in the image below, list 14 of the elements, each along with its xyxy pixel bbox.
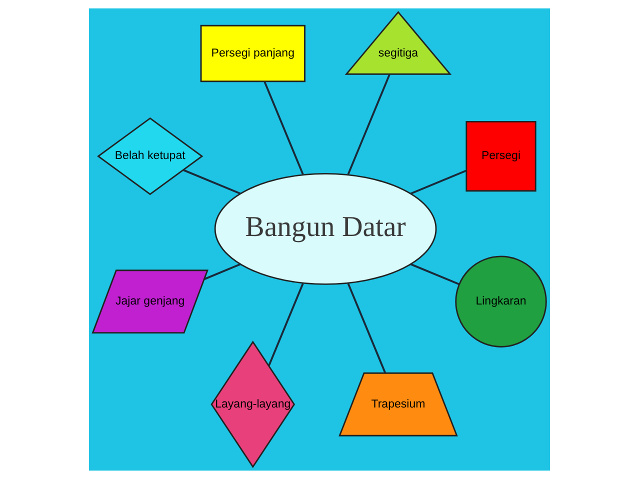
connector [203,263,240,280]
node-box: Persegi [465,120,536,192]
connector [346,283,386,374]
connector [410,170,466,195]
connector [346,74,390,175]
connector [263,81,304,175]
node-box: Persegi panjang [200,24,305,82]
connector [268,283,304,366]
connector [182,169,240,195]
node-circle: Lingkaran [454,256,546,348]
connector [410,263,459,286]
node-ellipse: Bangun Datar [214,172,436,285]
node-diamond: Layang-layang [210,340,295,468]
node-diamond: Belah ketupat [96,117,203,196]
